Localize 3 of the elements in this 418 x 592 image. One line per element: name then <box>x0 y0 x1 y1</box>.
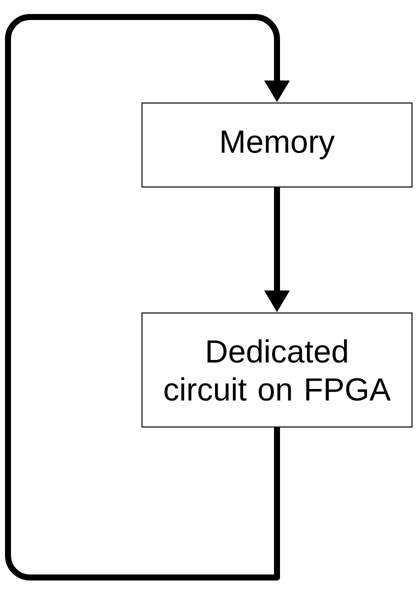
process-box: Memory <box>142 102 412 188</box>
arrow <box>5 14 290 580</box>
process-box: Dedicated circuit on FPGA <box>142 312 412 428</box>
